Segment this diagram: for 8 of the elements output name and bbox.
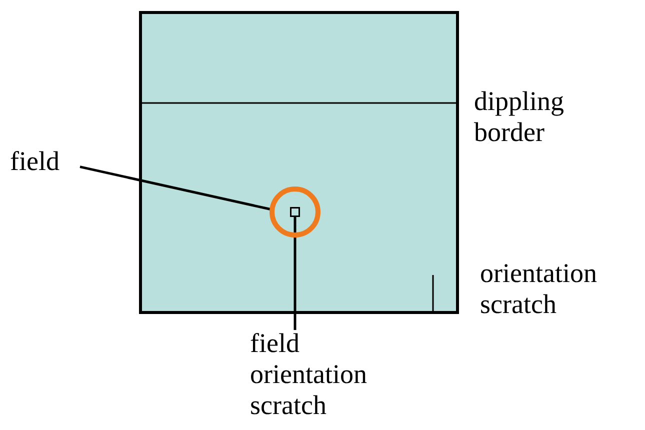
highlight-circle [269, 186, 321, 238]
leader-line [80, 166, 272, 211]
callout-text: field orientation scratch [250, 328, 400, 423]
field-square [290, 207, 300, 217]
callout-text: field [10, 146, 80, 178]
part-label: dippling border [474, 86, 566, 148]
leader-line [294, 217, 296, 330]
part-label: orientation scratch [480, 258, 598, 320]
